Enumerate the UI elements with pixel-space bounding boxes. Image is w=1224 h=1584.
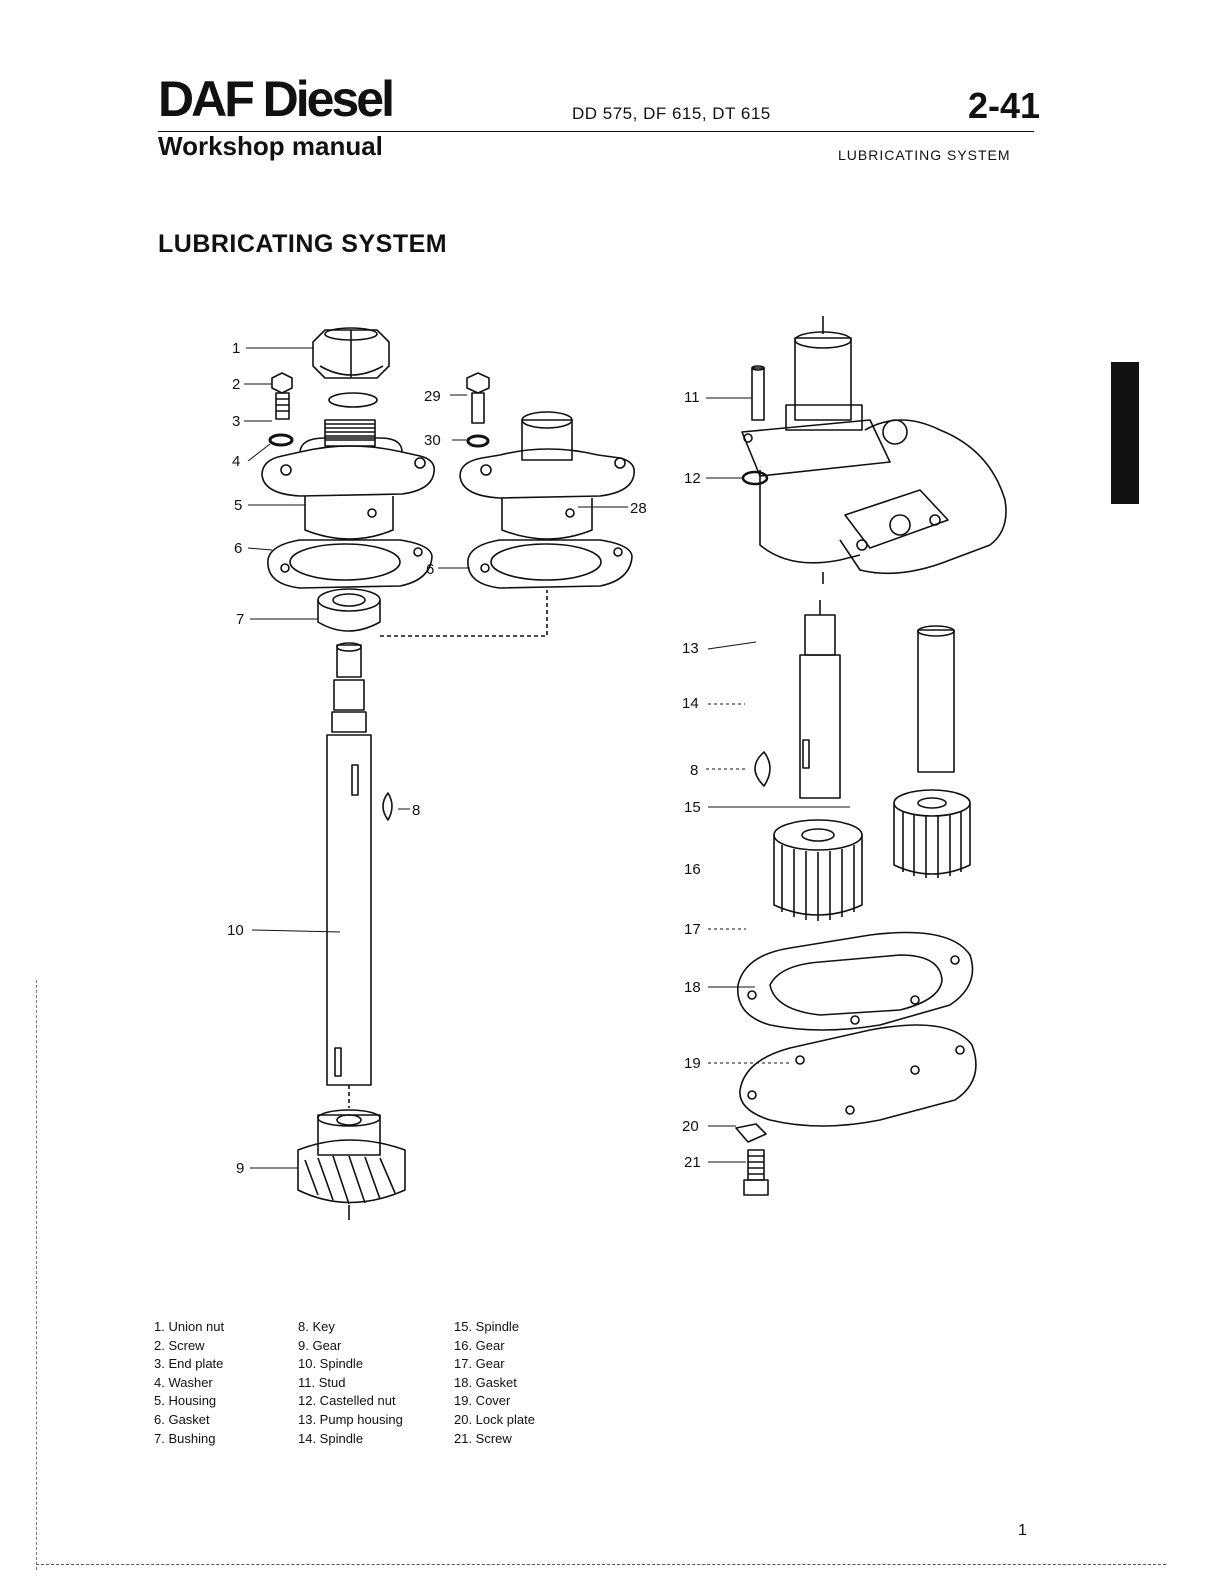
legend-item: 10. Spindle: [298, 1356, 364, 1372]
legend-item: 1. Union nut: [154, 1319, 225, 1334]
union-nut-part: [312, 327, 390, 379]
legend-item: 18. Gasket: [454, 1374, 517, 1390]
end-plate-part: [328, 392, 378, 408]
legend-item: 20. Lock plate: [454, 1411, 535, 1427]
page-number: 2-41: [968, 85, 1041, 126]
screw-part-left: [271, 372, 293, 420]
legend-item: 2. Screw: [154, 1337, 205, 1353]
screw-21-part: [743, 1149, 769, 1196]
parts-legend-column-2: 8. Key 9. Gear 10. Spindle 11. Stud 12. …: [298, 1318, 403, 1448]
spindle-14-part: [799, 600, 841, 799]
legend-item: 19. Cover: [454, 1393, 511, 1409]
gasket-part-right-of-left: [467, 539, 633, 589]
spindle-10-part: [326, 642, 372, 1108]
legend-item: 15. Spindle: [454, 1319, 520, 1334]
parts-legend-column-3: 15. Spindle 16. Gear 17. Gear 18. Gasket…: [454, 1318, 535, 1448]
callout-10: 10: [227, 922, 244, 939]
legend-item: 8. Key: [298, 1319, 335, 1334]
callout-17: 17: [684, 921, 701, 938]
callout-8-right: 8: [690, 762, 698, 779]
callout-19: 19: [684, 1055, 701, 1072]
callout-28: 28: [630, 500, 647, 517]
legend-item: 5. Housing: [154, 1393, 217, 1409]
legend-item: 16. Gear: [454, 1337, 505, 1353]
legend-item: 14. Spindle: [298, 1430, 364, 1446]
callout-16: 16: [684, 861, 701, 878]
footer-page-number: 1: [1018, 1522, 1027, 1539]
legend-item: 9. Gear: [298, 1337, 342, 1353]
callout-7: 7: [236, 611, 244, 628]
helical-gear-part: [297, 1109, 406, 1220]
legend-item: 7. Bushing: [154, 1430, 216, 1446]
callout-4: 4: [232, 453, 240, 470]
callout-11: 11: [684, 389, 700, 406]
key-part-right: [754, 751, 771, 787]
castelled-nut-part: [741, 470, 769, 486]
section-tab-marker: [1111, 362, 1139, 504]
callout-6-left: 6: [234, 540, 242, 557]
gasket-18-part: [737, 931, 974, 1031]
scan-margin-line: [36, 980, 37, 1570]
legend-item: 4. Washer: [154, 1374, 213, 1390]
legend-item: 13. Pump housing: [298, 1411, 403, 1427]
callout-1: 1: [232, 340, 240, 357]
screw-part-29: [466, 372, 490, 424]
callout-8-left: 8: [412, 802, 420, 819]
lock-plate-part: [735, 1123, 767, 1143]
legend-item: 12. Castelled nut: [298, 1393, 396, 1409]
page-heading: LUBRICATING SYSTEM: [158, 230, 448, 258]
bushing-part: [317, 588, 381, 632]
callout-9: 9: [236, 1160, 244, 1177]
scan-bottom-line: [36, 1564, 1166, 1565]
housing-part-left: [261, 419, 436, 540]
callout-5: 5: [234, 497, 242, 514]
callout-29: 29: [424, 388, 441, 405]
gasket-part-left: [267, 539, 433, 589]
callout-14: 14: [682, 695, 699, 712]
callout-18: 18: [684, 979, 701, 996]
callout-30: 30: [424, 432, 441, 449]
callout-13: 13: [682, 640, 699, 657]
cover-19-part: [739, 1024, 977, 1127]
housing-part-28: [459, 411, 636, 540]
washer-part-30: [466, 434, 490, 448]
pump-housing-part: [741, 316, 1007, 584]
gear-16-part: [773, 819, 863, 921]
legend-item: 3. End plate: [154, 1356, 224, 1372]
parts-legend-column-1: 1. Union nut 2. Screw 3. End plate 4. Wa…: [154, 1318, 224, 1448]
callout-6-middle: 6: [426, 561, 434, 578]
legend-item: 21. Screw: [454, 1430, 512, 1446]
legend-item: 17. Gear: [454, 1356, 505, 1372]
manual-subtitle: Workshop manual: [158, 131, 383, 161]
callout-15: 15: [684, 799, 701, 816]
spindle-15-part: [917, 625, 955, 773]
callout-21: 21: [684, 1154, 701, 1171]
legend-item: 11. Stud: [298, 1374, 346, 1390]
gear-17-part: [893, 789, 971, 878]
section-label: LUBRICATING SYSTEM: [838, 147, 1011, 163]
key-part-left: [382, 792, 393, 821]
washer-part-left: [268, 433, 294, 447]
legend-item: 6. Gasket: [154, 1411, 210, 1427]
header-rule: [158, 131, 1034, 132]
callout-12: 12: [684, 470, 701, 487]
callout-2: 2: [232, 376, 240, 393]
model-list: DD 575, DF 615, DT 615: [572, 104, 771, 123]
brand-title: DAF Diesel: [158, 71, 395, 127]
callout-3: 3: [232, 413, 240, 430]
callout-20: 20: [682, 1118, 699, 1135]
stud-part: [751, 365, 765, 421]
